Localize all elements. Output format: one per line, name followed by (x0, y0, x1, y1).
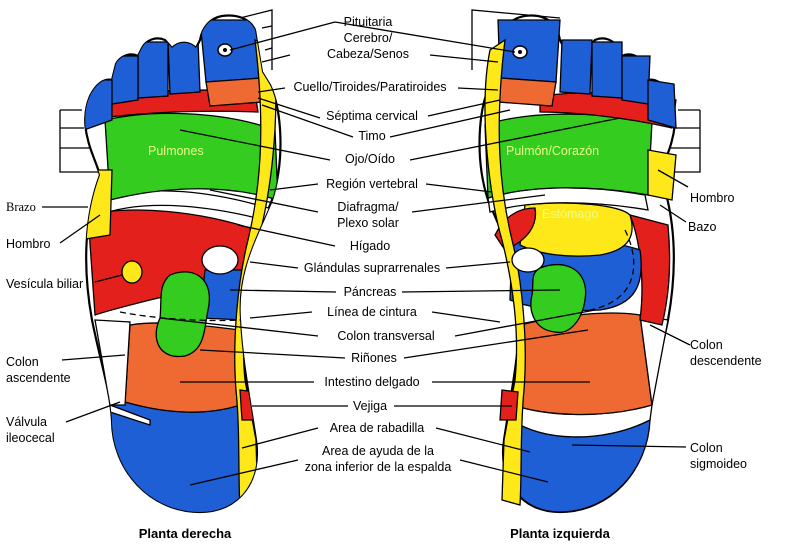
label-vesicula: Vesícula biliar (6, 277, 83, 291)
label-pituitaria: Pituitaria (344, 15, 393, 29)
label-septima-cervical: Séptima cervical (326, 109, 418, 123)
label-cuello: Cuello/Tiroides/Paratiroides (293, 80, 446, 94)
label-ayuda-2: zona inferior de la espalda (305, 460, 452, 474)
left-waist-line (589, 229, 635, 311)
caption-left-sole: Planta izquierda (510, 526, 610, 541)
right-zone-adrenal (201, 245, 239, 275)
left-toe-2 (559, 39, 593, 95)
right-zone-gallbladder (121, 260, 143, 284)
label-ojo-oido: Ojo/Oído (345, 152, 395, 166)
label-rabadilla: Area de rabadilla (330, 421, 425, 435)
label-region-vertebral: Región vertebral (326, 177, 418, 191)
label-brazo: Brazo (6, 200, 36, 214)
left-zone-adrenal (511, 247, 545, 273)
label-timo: Timo (358, 129, 385, 143)
right-waist-line (119, 311, 241, 322)
right-sole-leg-outline (59, 9, 273, 173)
label-bazo: Bazo (688, 220, 717, 234)
right-toe-4 (109, 55, 139, 105)
right-labels: Hombro Bazo Colon descendente Colon sigm… (688, 191, 762, 471)
label-diafragma: Diafragma/ (337, 200, 399, 214)
label-hombro-left: Hombro (6, 237, 51, 251)
label-higado: Hígado (350, 239, 390, 253)
label-cabeza-senos: Cabeza/Senos (327, 47, 409, 61)
right-toe-3 (137, 41, 169, 99)
left-labels: Brazo Hombro Vesícula biliar Colon ascen… (6, 200, 83, 445)
label-colon-transversal: Colon transversal (337, 329, 434, 343)
left-toe-4 (621, 55, 651, 105)
left-zone-spleen (628, 214, 671, 326)
right-zone-ascending-colon (94, 319, 131, 406)
label-plexo-solar: Plexo solar (337, 216, 399, 230)
left-sole: Pulmón/Corazón Estómago (471, 9, 701, 514)
label-intestino-delgado: Intestino delgado (324, 375, 419, 389)
right-zone-cervical (205, 77, 263, 107)
left-toe-5 (647, 79, 677, 129)
label-valvula-1: Válvula (6, 415, 47, 429)
label-pulmon-corazon: Pulmón/Corazón (506, 144, 599, 158)
caption-right-sole: Planta derecha (139, 526, 232, 541)
left-zone-cervical (497, 77, 557, 107)
label-pulmones: Pulmones (148, 144, 204, 158)
right-toe-2 (167, 39, 201, 95)
label-rinones: Riñones (351, 351, 397, 365)
right-zone-lower-back (85, 400, 260, 513)
label-hombro-right: Hombro (690, 191, 735, 205)
left-zone-spine (484, 38, 526, 506)
label-ayuda-1: Area de ayuda de la (322, 444, 434, 458)
label-estomago: Estómago (542, 207, 598, 221)
label-colon-desc-2: descendente (690, 354, 762, 368)
label-valvula-2: ileocecal (6, 431, 55, 445)
right-sole: Pulmones (59, 9, 282, 514)
left-zone-kidney (530, 263, 587, 333)
label-linea-cintura: Línea de cintura (327, 305, 417, 319)
left-zone-bladder (499, 389, 519, 421)
left-pituitary-center (518, 50, 522, 54)
leader-lines (42, 21, 691, 486)
right-zone-shoulder (85, 169, 113, 241)
label-colon-desc-1: Colon (690, 338, 723, 352)
left-toe-3 (591, 41, 623, 99)
label-cerebro: Cerebro/ (344, 31, 393, 45)
left-zone-small-intestine (513, 312, 653, 416)
label-colon-asc-2: ascendente (6, 371, 71, 385)
right-zone-kidney (155, 271, 210, 358)
left-zone-stomach (519, 202, 633, 257)
label-colon-sig-2: sigmoideo (690, 457, 747, 471)
center-labels: Pituitaria Cerebro/ Cabeza/Senos Cuello/… (293, 15, 451, 474)
label-vejiga: Vejiga (353, 399, 387, 413)
right-pituitary-center (223, 48, 227, 52)
label-suprarrenales: Glándulas suprarrenales (304, 261, 440, 275)
label-pancreas: Páncreas (344, 285, 397, 299)
label-colon-sig-1: Colon (690, 441, 723, 455)
label-colon-asc-1: Colon (6, 355, 39, 369)
left-zone-shoulder (647, 149, 677, 201)
